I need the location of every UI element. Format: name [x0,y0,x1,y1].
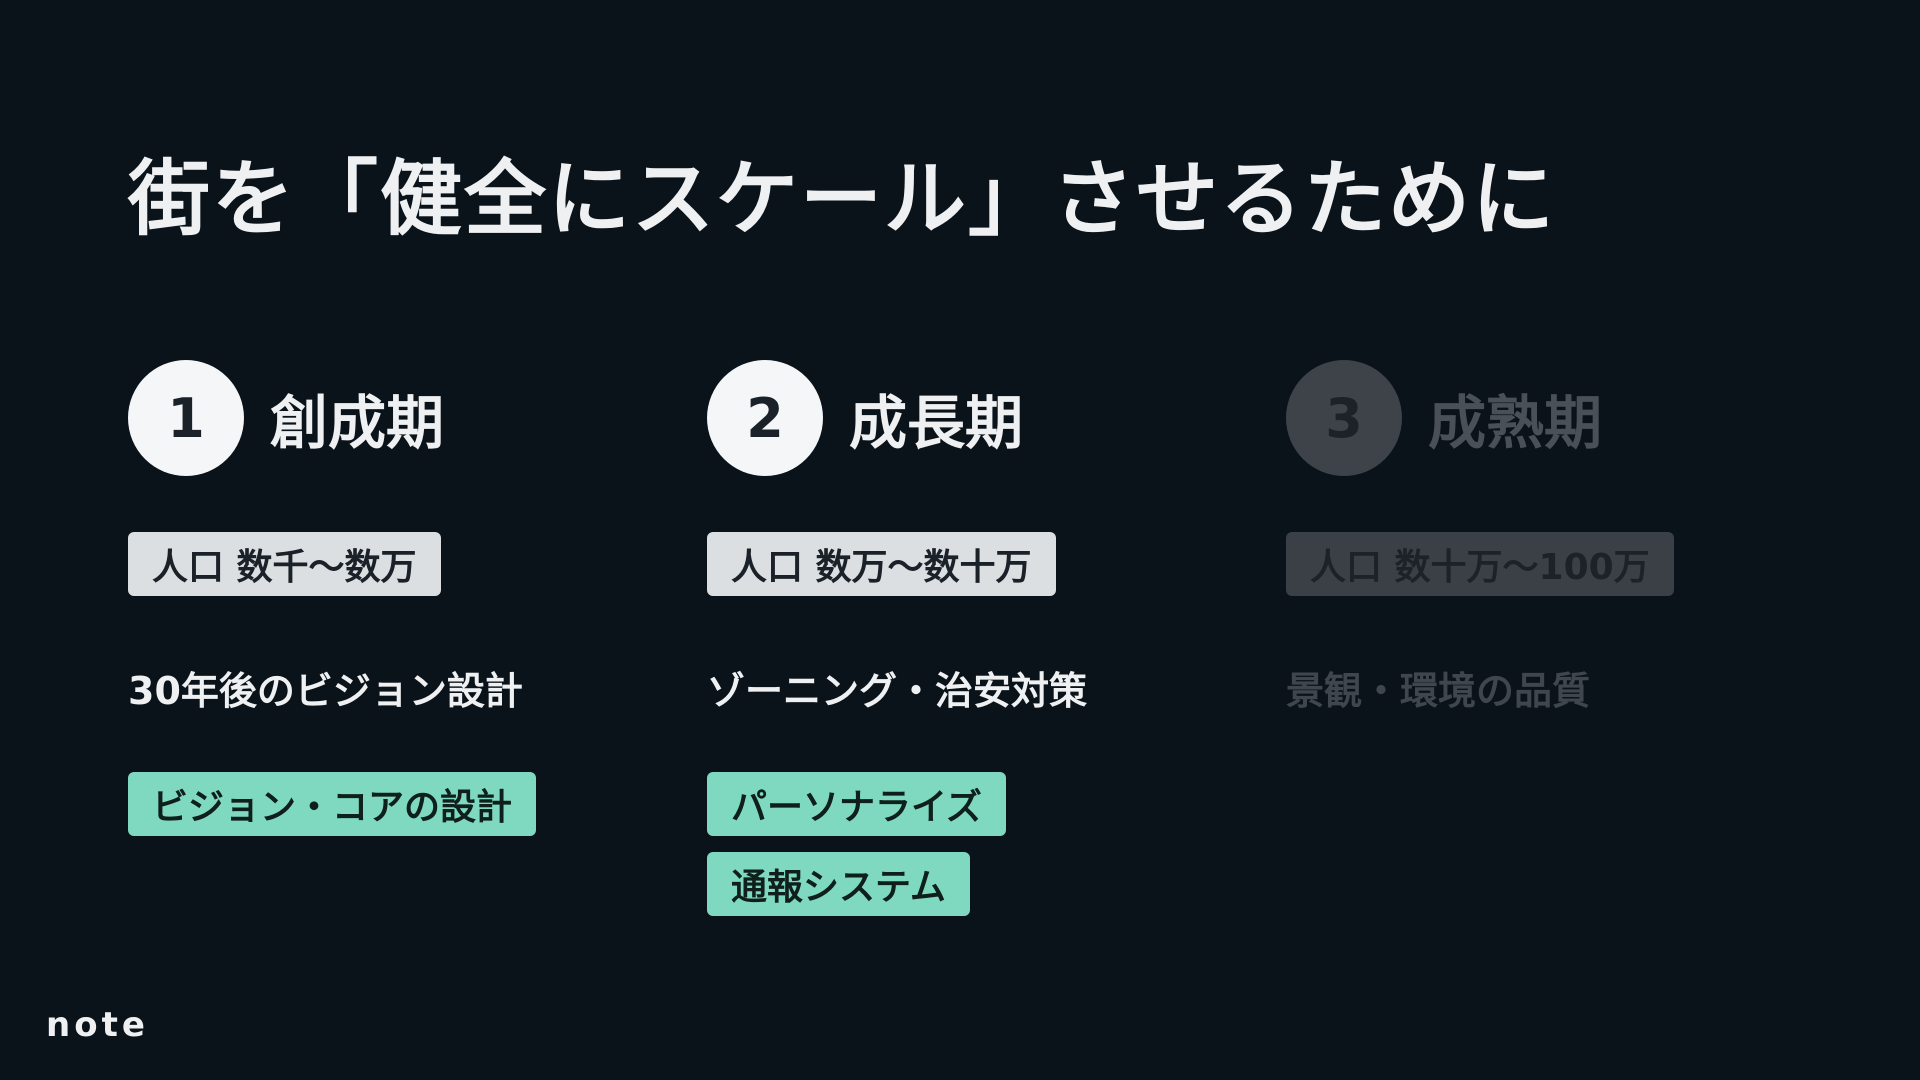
phase-name: 創成期 [270,389,445,457]
population-badge: 人口 数十万〜100万 [1286,532,1674,596]
phase-description: 景観・環境の品質 [1286,669,1591,713]
phase-name: 成熟期 [1428,389,1603,457]
feature-tag: パーソナライズ [707,772,1006,836]
phase-description: 30年後のビジョン設計 [128,669,523,713]
note-logo: note [46,1005,149,1045]
phase-header: 1 創成期 [128,360,648,476]
phase-tags: パーソナライズ 通報システム [707,772,1006,916]
phase-header: 2 成長期 [707,360,1227,476]
phase-number-circle: 3 [1286,360,1402,476]
feature-tag: 通報システム [707,852,970,916]
phase-column-1: 1 創成期 人口 数千〜数万 30年後のビジョン設計 ビジョン・コアの設計 [128,360,648,836]
phase-number-circle: 1 [128,360,244,476]
population-badge: 人口 数万〜数十万 [707,532,1056,596]
population-badge: 人口 数千〜数万 [128,532,441,596]
phase-header: 3 成熟期 [1286,360,1806,476]
phase-column-2: 2 成長期 人口 数万〜数十万 ゾーニング・治安対策 パーソナライズ 通報システ… [707,360,1227,916]
phase-number-circle: 2 [707,360,823,476]
phase-description: ゾーニング・治安対策 [707,669,1088,713]
slide-title: 街を「健全にスケール」させるために [128,152,1557,247]
phase-name: 成長期 [849,389,1024,457]
feature-tag: ビジョン・コアの設計 [128,772,537,836]
phase-tags: ビジョン・コアの設計 [128,772,537,836]
phase-column-3: 3 成熟期 人口 数十万〜100万 景観・環境の品質 [1286,360,1806,713]
